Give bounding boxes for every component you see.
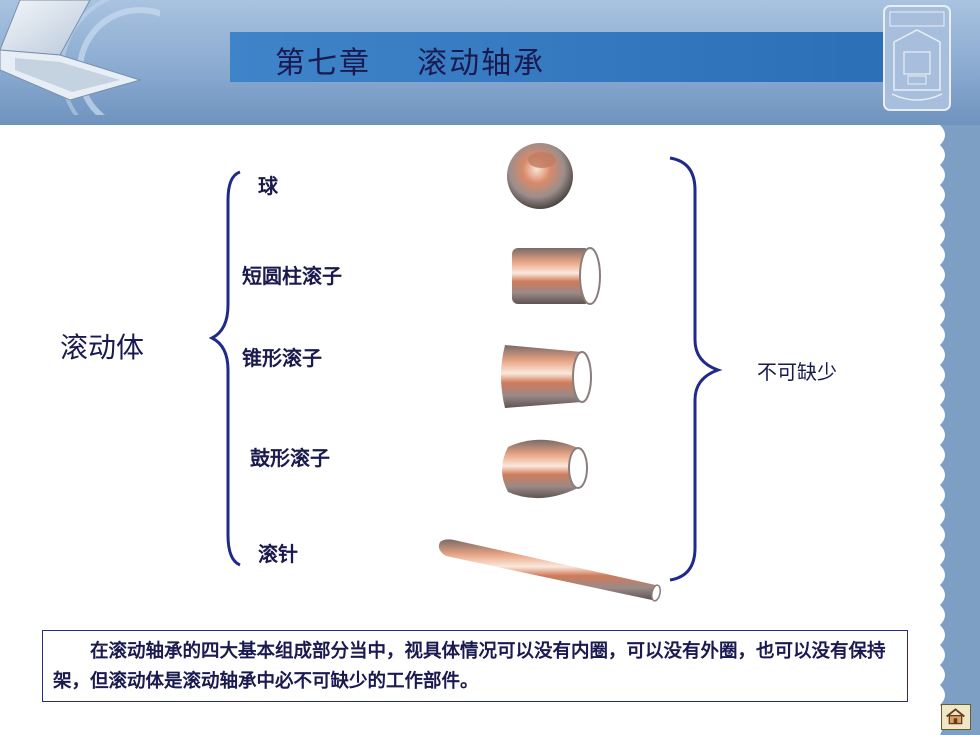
- rolling-element-label: 滚动体: [60, 331, 145, 364]
- item-barrel-roller-label: 鼓形滚子: [250, 446, 330, 470]
- laptop-icon: [0, 0, 160, 115]
- header-banner: 第七章 滚动轴承: [0, 0, 980, 125]
- home-button[interactable]: [941, 704, 971, 730]
- home-icon: [946, 708, 965, 725]
- university-seal-icon: [883, 5, 951, 111]
- item-needle-roller-label: 滚针: [258, 542, 298, 566]
- item-ball-label: 球: [258, 174, 278, 198]
- item-tapered-roller-label: 锥形滚子: [242, 346, 322, 370]
- decorative-edge: [940, 125, 980, 735]
- item-short-cylinder-label: 短圆柱滚子: [242, 264, 342, 288]
- title-band: [230, 32, 890, 82]
- note-box: 在滚动轴承的四大基本组成部分当中，视具体情况可以没有内圈，可以没有外圈，也可以没…: [42, 630, 908, 702]
- page-title: 第七章 滚动轴承: [275, 46, 546, 81]
- indispensable-label: 不可缺少: [757, 360, 837, 384]
